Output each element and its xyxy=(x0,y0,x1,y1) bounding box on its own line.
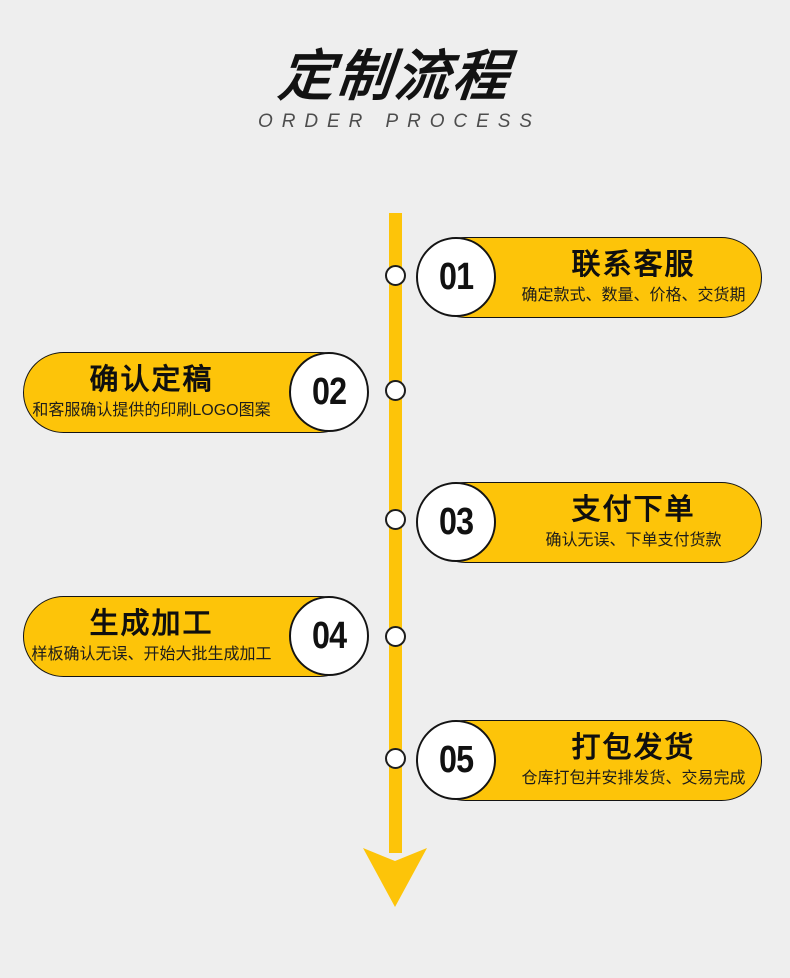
timeline-dot xyxy=(385,265,406,286)
step-item-2: 确认定稿 和客服确认提供的印刷LOGO图案 02 xyxy=(22,350,369,435)
step-text-block: 联系客服 确定款式、数量、价格、交货期 xyxy=(514,238,753,317)
step-item-5: 打包发货 仓库打包并安排发货、交易完成 05 xyxy=(416,718,763,803)
step-item-1: 联系客服 确定款式、数量、价格、交货期 01 xyxy=(416,235,763,320)
step-title: 支付下单 xyxy=(571,494,696,526)
step-title: 联系客服 xyxy=(571,249,696,281)
step-item-4: 生成加工 样板确认无误、开始大批生成加工 04 xyxy=(22,594,369,679)
header: 定制流程 ORDER PROCESS xyxy=(0,45,790,133)
step-description: 样板确认无误、开始大批生成加工 xyxy=(31,646,272,663)
step-text-block: 打包发货 仓库打包并安排发货、交易完成 xyxy=(514,721,753,800)
step-description: 确认无误、下单支付货款 xyxy=(545,532,722,549)
timeline-dot xyxy=(385,509,406,530)
step-number: 03 xyxy=(438,500,474,543)
step-description: 确定款式、数量、价格、交货期 xyxy=(521,287,746,304)
step-number-badge: 03 xyxy=(416,482,496,562)
step-number: 01 xyxy=(438,255,474,298)
step-text-block: 支付下单 确认无误、下单支付货款 xyxy=(514,483,753,562)
step-description: 仓库打包并安排发货、交易完成 xyxy=(521,770,746,787)
step-number-badge: 04 xyxy=(289,596,369,676)
page-title: 定制流程 xyxy=(275,45,515,107)
step-text-block: 生成加工 样板确认无误、开始大批生成加工 xyxy=(31,597,272,676)
timeline-dot xyxy=(385,748,406,769)
timeline-dot xyxy=(385,626,406,647)
step-number-badge: 02 xyxy=(289,352,369,432)
timeline-bar xyxy=(389,213,402,853)
timeline-dot xyxy=(385,380,406,401)
step-text-block: 确认定稿 和客服确认提供的印刷LOGO图案 xyxy=(32,353,271,432)
step-number-badge: 01 xyxy=(416,237,496,317)
step-title: 生成加工 xyxy=(89,608,214,640)
step-number: 02 xyxy=(311,370,347,413)
page-subtitle: ORDER PROCESS xyxy=(258,110,541,132)
step-item-3: 支付下单 确认无误、下单支付货款 03 xyxy=(416,480,763,565)
arrow-down-icon xyxy=(363,848,427,907)
step-number: 05 xyxy=(438,738,474,781)
step-title: 确认定稿 xyxy=(89,364,214,396)
step-number-badge: 05 xyxy=(416,720,496,800)
step-title: 打包发货 xyxy=(571,732,696,764)
step-description: 和客服确认提供的印刷LOGO图案 xyxy=(32,402,271,419)
step-number: 04 xyxy=(311,614,347,657)
